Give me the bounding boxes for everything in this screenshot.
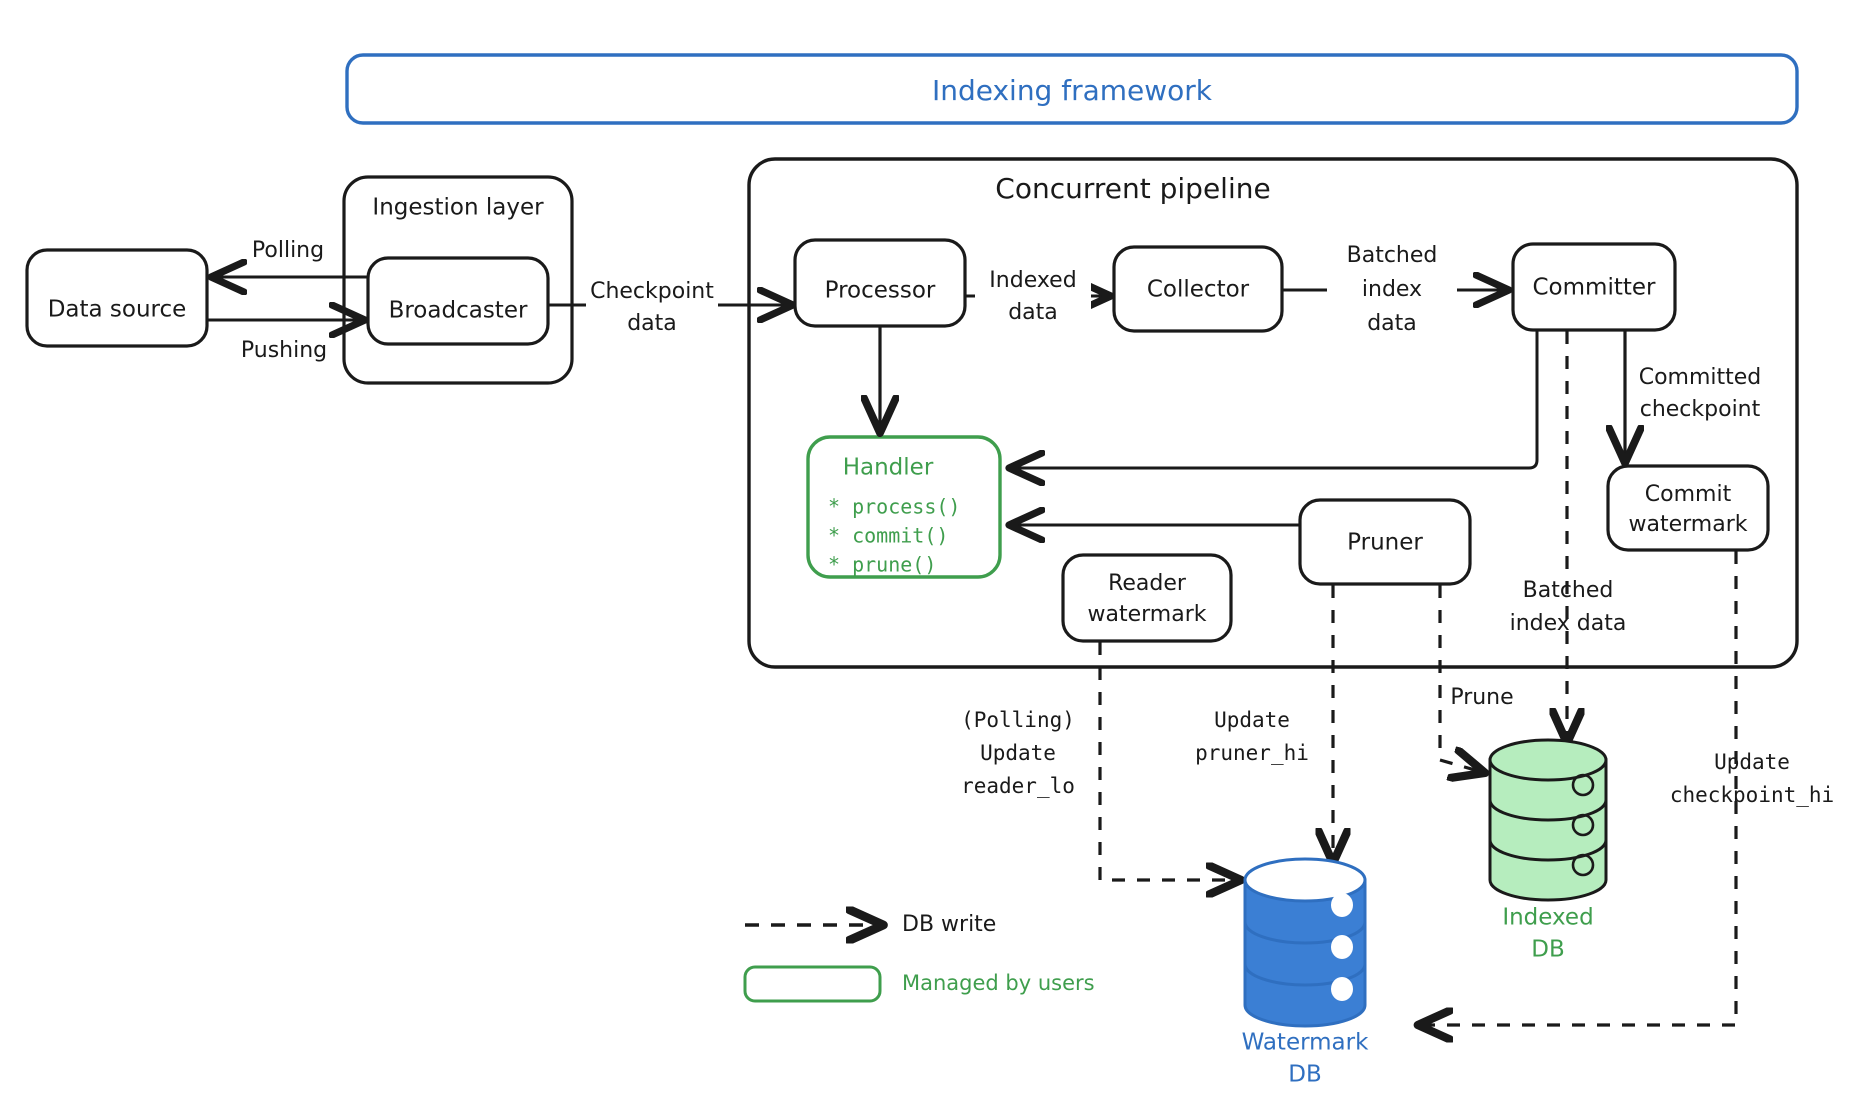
db-indexed-label-l2: DB [1531,937,1565,963]
edge-checkpoint-data-l1: Checkpoint [590,279,714,304]
commit-watermark-l1: Commit [1645,482,1732,507]
reader-watermark-l1: Reader [1108,571,1187,596]
db-indexed-label-l1: Indexed [1502,905,1593,931]
edge-batched-index-l2: index [1362,277,1422,302]
ingestion-layer-title: Ingestion layer [372,195,544,221]
edge-pushing-label: Pushing [241,338,327,363]
processor-label: Processor [825,278,936,304]
concurrent-pipeline-title: Concurrent pipeline [995,172,1270,205]
edge-checkpoint-data: Checkpoint data [549,279,790,336]
edge-committer-to-handler [1012,331,1539,468]
edge-committed-checkpoint: Committed checkpoint [1625,331,1761,460]
indexing-framework-title: Indexing framework [932,74,1213,107]
edge-committed-checkpoint-l1: Committed [1639,365,1762,390]
db-indexed[interactable]: Indexed DB [1488,738,1608,963]
edge-update-pruner-l1: Update [1214,708,1290,732]
legend: DB write Managed by users [743,912,1095,1003]
edge-batched-index-data-b2: index data [1510,611,1627,636]
reader-watermark-l2: watermark [1088,602,1207,627]
edge-update-checkpoint-l2: checkpoint_hi [1670,783,1834,807]
commit-watermark-l2: watermark [1629,512,1748,537]
edge-pruner-to-watermark-db: Update pruner_hi [1195,585,1333,860]
handler-method-1: * commit() [828,524,948,548]
node-broadcaster[interactable]: Broadcaster [366,256,550,346]
ingestion-layer-container: Ingestion layer [342,175,574,385]
edge-polling: Polling [214,238,368,277]
handler-title: Handler [843,455,934,481]
edge-polling-update-l1: (Polling) [961,708,1075,732]
node-handler[interactable]: Handler * process() * commit() * prune() [806,435,1002,579]
edge-commit-watermark-to-watermark-db: Update checkpoint_hi [1421,551,1834,1025]
node-data-source[interactable]: Data source [25,248,209,348]
legend-managed-swatch [743,965,882,1003]
edge-prune: Prune [1438,585,1514,772]
node-reader-watermark[interactable]: Reader watermark [1061,553,1233,643]
edge-indexed-data-l2: data [1008,300,1058,325]
edge-update-pruner-l2: pruner_hi [1195,741,1309,765]
db-watermark-label-l1: Watermark [1242,1030,1370,1056]
edge-committer-to-indexed-db: Batched index data [1510,331,1627,740]
edge-indexed-data-l1: Indexed [989,268,1076,293]
edge-batched-index-l1: Batched [1347,243,1438,268]
node-collector[interactable]: Collector [1112,245,1284,333]
edge-prune-label: Prune [1450,685,1513,710]
edge-batched-index-l3: data [1367,311,1417,336]
handler-method-2: * prune() [828,553,936,577]
node-commit-watermark[interactable]: Commit watermark [1606,464,1770,552]
indexing-framework-container: Indexing framework [345,53,1799,125]
edge-committed-checkpoint-l2: checkpoint [1640,397,1761,422]
pruner-label: Pruner [1347,530,1423,556]
handler-method-0: * process() [828,495,960,519]
node-pruner[interactable]: Pruner [1298,498,1472,586]
broadcaster-label: Broadcaster [389,298,528,324]
edge-polling-update-l3: reader_lo [961,774,1075,798]
edge-batched-index-data-b1: Batched [1523,578,1614,603]
concurrent-pipeline-container: Concurrent pipeline [747,157,1799,669]
legend-managed-label: Managed by users [902,971,1095,995]
edge-reader-watermark-to-watermark-db: (Polling) Update reader_lo [961,642,1238,880]
node-committer[interactable]: Committer [1511,242,1677,332]
legend-db-write-label: DB write [902,912,996,937]
node-processor[interactable]: Processor [793,238,967,328]
committer-label: Committer [1533,275,1657,301]
edge-indexed-data: Indexed data [966,265,1108,325]
db-watermark[interactable]: Watermark DB [1242,857,1370,1088]
edge-pushing: Pushing [208,320,362,363]
data-source-label: Data source [48,297,187,323]
edge-polling-label: Polling [252,238,324,263]
collector-label: Collector [1147,277,1250,303]
edge-checkpoint-data-l2: data [627,311,677,336]
edge-update-checkpoint-l1: Update [1714,750,1790,774]
edge-polling-update-l2: Update [980,741,1056,765]
edge-batched-index-data: Batched index data [1283,240,1506,340]
db-watermark-label-l2: DB [1288,1062,1322,1088]
